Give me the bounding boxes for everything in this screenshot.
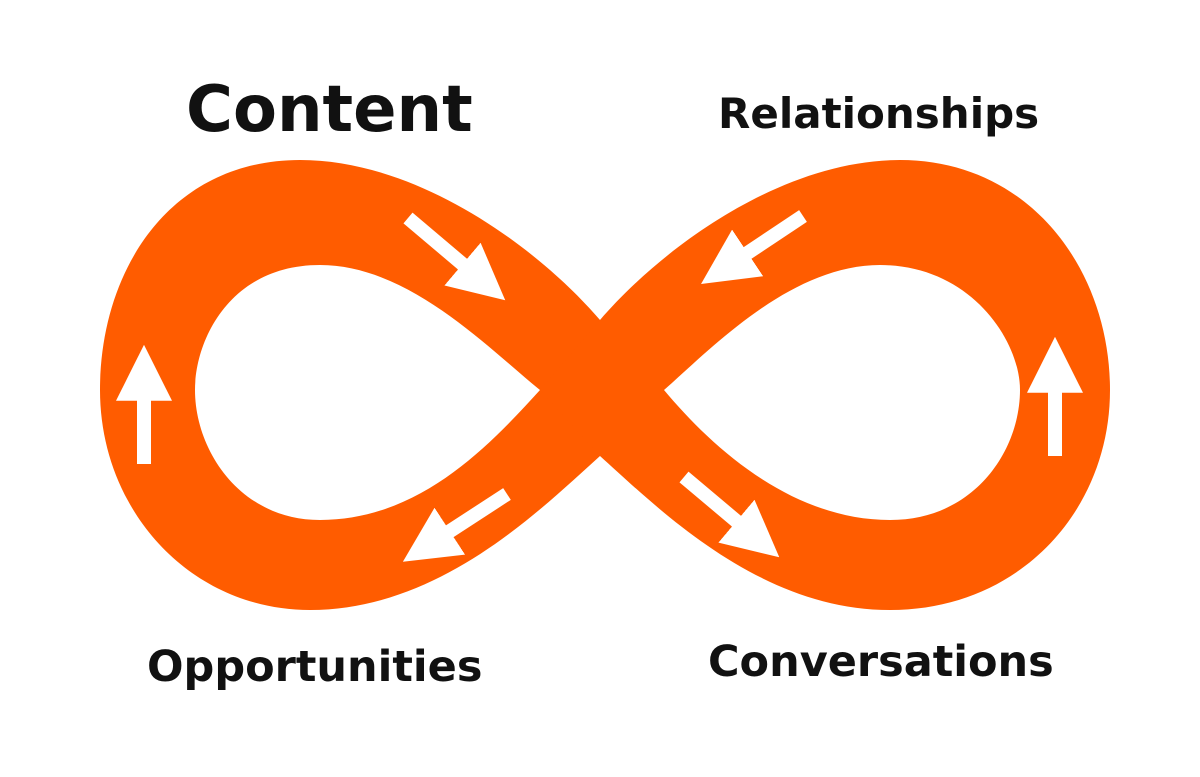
label-conversations: Conversations [708, 637, 1054, 687]
arrow-down-left-top [701, 210, 807, 284]
arrow-down-left-bottom [402, 488, 511, 562]
arrow-down-right-top [403, 212, 506, 301]
label-opportunities: Opportunities [147, 642, 483, 692]
right-loop [540, 160, 1110, 610]
arrow-down-right-bottom [679, 471, 780, 558]
left-loop [100, 160, 664, 610]
label-content: Content [186, 73, 473, 147]
label-relationships: Relationships [718, 89, 1040, 138]
